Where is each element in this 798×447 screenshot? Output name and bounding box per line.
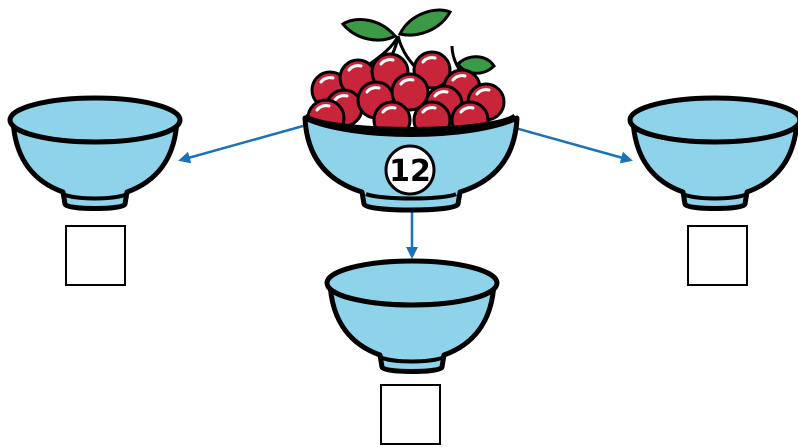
answer-box-left[interactable] xyxy=(65,225,126,286)
cherry-bowl: 12 xyxy=(302,8,520,213)
answer-box-right[interactable] xyxy=(687,225,748,286)
count-label: 12 xyxy=(389,154,431,189)
arrow-icon xyxy=(507,124,633,164)
count-badge: 12 xyxy=(384,144,436,196)
bowl-icon xyxy=(327,261,497,372)
arrow-icon xyxy=(178,124,304,164)
answer-box-center[interactable] xyxy=(380,384,441,445)
leaf-icon xyxy=(340,8,496,75)
bowl-icon xyxy=(10,98,180,209)
bowl-icon xyxy=(630,98,798,209)
